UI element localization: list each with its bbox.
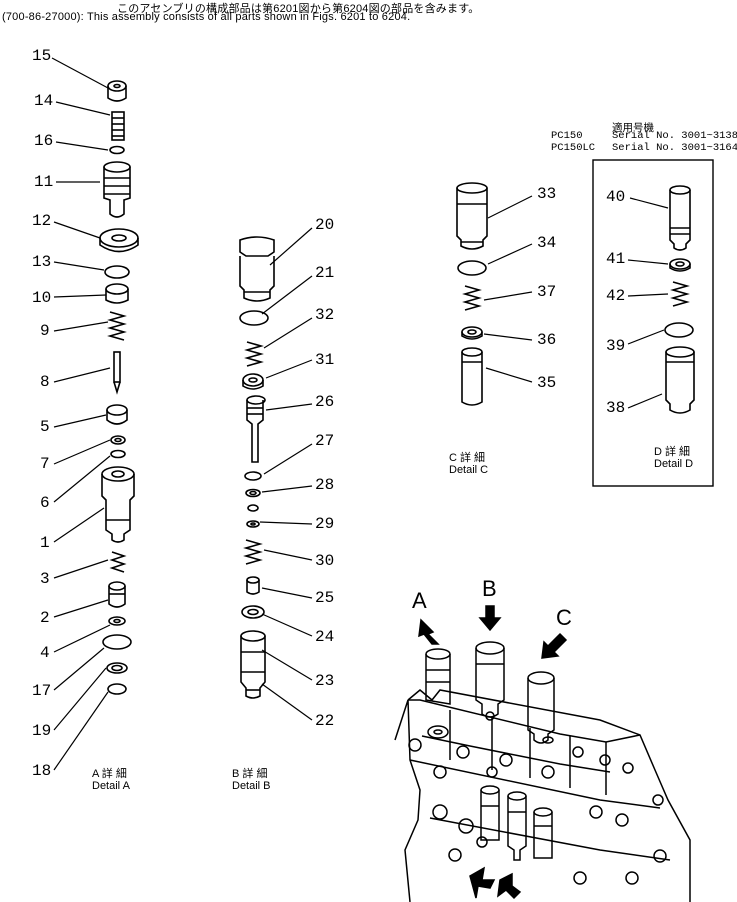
part-number-25: 25 xyxy=(315,589,335,607)
part-number-15: 15 xyxy=(32,47,52,65)
part-number-20: 20 xyxy=(315,216,335,234)
part-number-28: 28 xyxy=(315,476,335,494)
arrow-lower-left-icon xyxy=(469,866,496,899)
part-number-34: 34 xyxy=(537,234,557,252)
part-number-38: 38 xyxy=(606,399,626,417)
part-number-19: 19 xyxy=(32,722,52,740)
detail-b-caption-jp: B 詳 細 xyxy=(232,768,268,780)
detail-b-parts xyxy=(239,236,275,699)
header-english: (700-86-27000): This assembly consists o… xyxy=(2,11,411,23)
part-number-41: 41 xyxy=(606,250,626,268)
part-number-30: 30 xyxy=(315,552,335,570)
part-number-35: 35 xyxy=(537,374,557,392)
detail-c-parts xyxy=(456,182,488,406)
part-number-4: 4 xyxy=(40,644,50,662)
part-number-13: 13 xyxy=(32,253,52,271)
part-number-42: 42 xyxy=(606,287,626,305)
view-letter-a: A xyxy=(412,588,427,613)
part-number-2: 2 xyxy=(40,609,50,627)
part-number-11: 11 xyxy=(34,173,54,191)
part-number-3: 3 xyxy=(40,570,50,588)
part-number-17: 17 xyxy=(32,682,52,700)
arrow-a-icon xyxy=(418,618,440,645)
part-number-5: 5 xyxy=(40,418,50,436)
detail-c-caption-jp: C 詳 細 xyxy=(449,452,486,464)
part-number-8: 8 xyxy=(40,373,50,391)
serial-model-pc150lc: PC150LC xyxy=(551,142,596,154)
detail-a-caption: Detail A xyxy=(92,780,130,792)
part-number-36: 36 xyxy=(537,331,557,349)
arrow-b-icon xyxy=(478,605,502,632)
detail-d-parts xyxy=(664,185,695,414)
detail-d-caption: Detail D xyxy=(654,458,694,470)
part-number-9: 9 xyxy=(40,322,50,340)
part-number-40: 40 xyxy=(606,188,626,206)
part-number-1: 1 xyxy=(40,534,50,552)
part-number-29: 29 xyxy=(315,515,335,533)
part-number-39: 39 xyxy=(606,337,626,355)
detail-a-parts xyxy=(99,80,139,695)
arrow-c-icon xyxy=(541,632,568,659)
part-number-21: 21 xyxy=(315,264,335,282)
part-number-23: 23 xyxy=(315,672,335,690)
part-number-32: 32 xyxy=(315,306,335,324)
leader-lines-b xyxy=(259,227,313,721)
leader-lines-d xyxy=(627,197,669,409)
part-number-33: 33 xyxy=(537,185,557,203)
part-number-22: 22 xyxy=(315,712,335,730)
detail-b-caption: Detail B xyxy=(232,780,271,792)
valve-assembly-drawing xyxy=(394,605,691,902)
part-number-24: 24 xyxy=(315,628,335,646)
part-number-6: 6 xyxy=(40,494,50,512)
view-letter-b: B xyxy=(482,576,497,601)
detail-c-caption: Detail C xyxy=(449,464,489,476)
part-number-27: 27 xyxy=(315,432,335,450)
serial-heading: 適用号機 xyxy=(612,123,654,135)
detail-d-caption-jp: D 詳 細 xyxy=(654,446,691,458)
part-number-26: 26 xyxy=(315,393,335,411)
arrow-lower-mid-icon xyxy=(497,872,522,900)
serial-range-pc150: Serial No. 3001~3138 xyxy=(612,130,737,142)
part-number-7: 7 xyxy=(40,455,50,473)
part-number-16: 16 xyxy=(34,132,54,150)
header-japanese: このアセンブリの構成部品は第6201図から第6204図の部品を含みます。 xyxy=(117,3,480,15)
leader-lines-a xyxy=(51,57,111,771)
part-number-10: 10 xyxy=(32,289,52,307)
leader-lines-c xyxy=(483,195,533,383)
serial-range-pc150lc: Serial No. 3001~3164 xyxy=(612,142,737,154)
part-number-14: 14 xyxy=(34,92,54,110)
part-number-31: 31 xyxy=(315,351,335,369)
detail-a-caption-jp: A 詳 細 xyxy=(92,768,127,780)
serial-model-pc150: PC150 xyxy=(551,130,583,142)
part-number-37: 37 xyxy=(537,283,557,301)
part-number-18: 18 xyxy=(32,762,52,780)
detail-d-frame xyxy=(592,159,714,487)
view-letter-c: C xyxy=(556,605,572,630)
part-number-12: 12 xyxy=(32,212,52,230)
